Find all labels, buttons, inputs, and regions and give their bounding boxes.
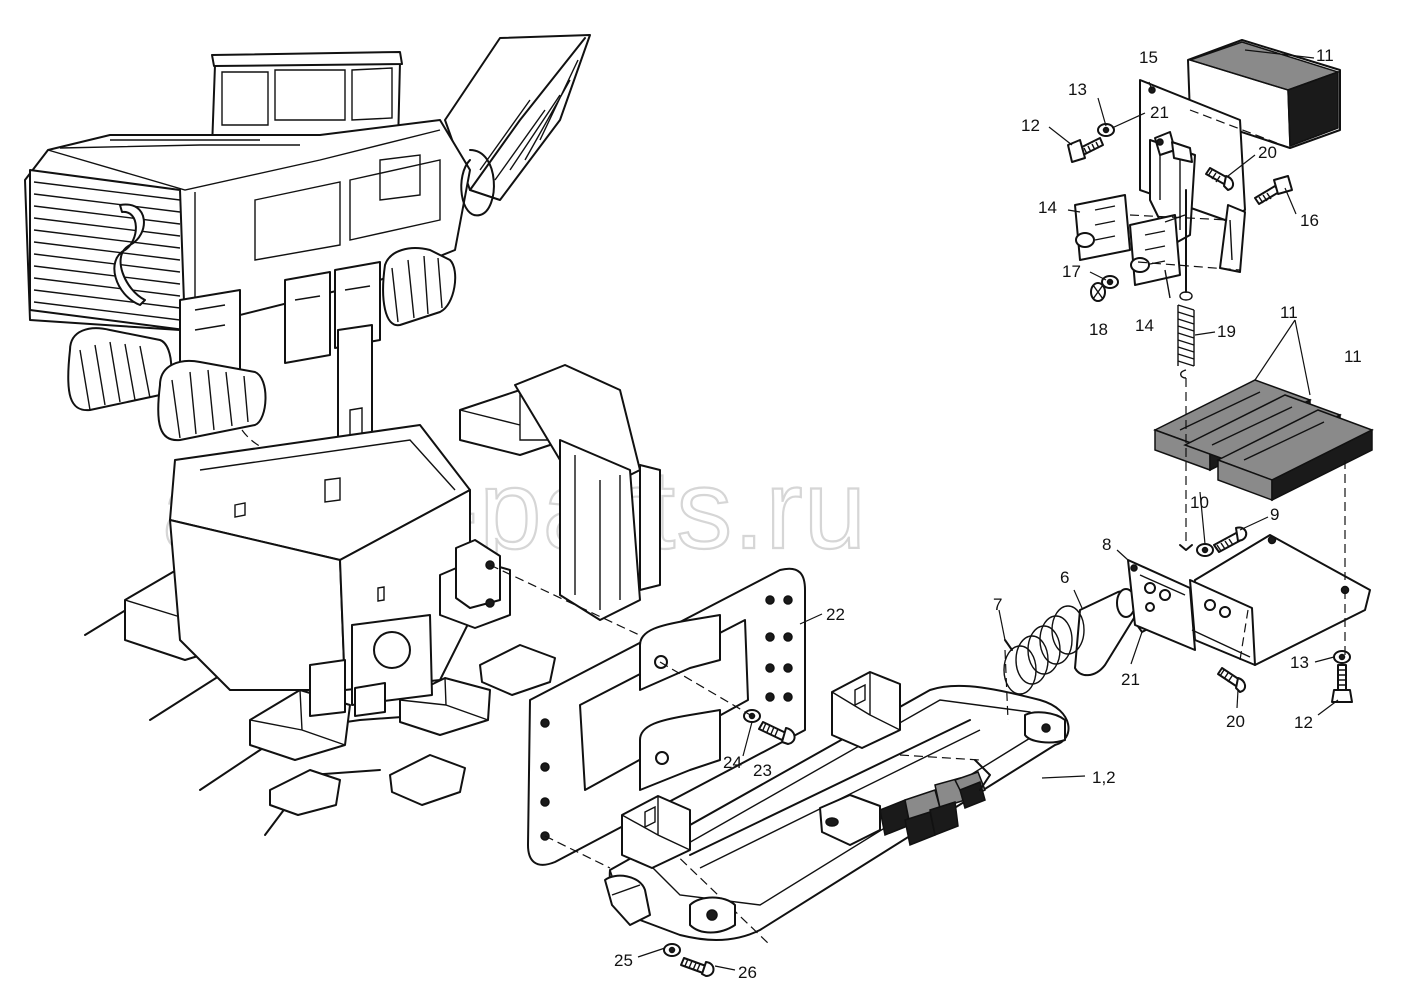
callout-10: 10 [1190, 493, 1209, 512]
callout-17: 17 [1062, 262, 1081, 281]
knob-18 [1090, 282, 1106, 302]
callout-13: 13 [1068, 80, 1087, 99]
cutter-block [819, 794, 881, 846]
side-plate-22 [527, 567, 806, 869]
callout-21: 21 [1150, 103, 1169, 122]
leader-lines [637, 49, 1339, 971]
spring-7 [1003, 605, 1085, 695]
callout-16: 16 [1300, 211, 1319, 230]
tension-spring-19 [1177, 189, 1195, 545]
callout-23: 23 [753, 761, 772, 780]
callout-7: 7 [993, 595, 1002, 614]
callout-24: 24 [723, 753, 742, 772]
callout-11: 11 [1344, 347, 1362, 366]
lower-mount-plate [1127, 526, 1371, 703]
callout-6: 6 [1060, 568, 1069, 587]
bolt-12-upper [1067, 137, 1104, 163]
callout-11: 11 [1316, 46, 1334, 65]
bolt-23 [758, 721, 796, 745]
bolt-20-lower [1217, 667, 1246, 693]
mesh-blocks-lower [1153, 379, 1374, 502]
bolt-12-lower [1331, 664, 1353, 703]
bolt-20-upper [1205, 167, 1234, 191]
callout-13: 13 [1290, 653, 1309, 672]
callout-12: 12 [1021, 116, 1040, 135]
callout-labels: 11 15 13 21 12 20 16 14 17 18 14 19 11 1… [614, 46, 1362, 982]
bolt-16 [1254, 175, 1293, 205]
cutter-bits [879, 759, 991, 847]
plate-22-bolt-holes [540, 595, 793, 841]
callout-14: 14 [1038, 198, 1057, 217]
upper-latch-assembly [1067, 39, 1341, 302]
bolt-9 [1213, 526, 1248, 553]
callout-12: 12 [1294, 713, 1313, 732]
callout-21: 21 [1121, 670, 1140, 689]
callout-9: 9 [1270, 505, 1279, 524]
bolt-26 [680, 957, 715, 977]
callout-25: 25 [614, 951, 633, 970]
callout-20: 20 [1258, 143, 1277, 162]
callout-20: 20 [1226, 712, 1245, 731]
base-tray [604, 671, 1070, 946]
callout-8: 8 [1102, 535, 1111, 554]
callout-18: 18 [1089, 320, 1108, 339]
callout-22: 22 [826, 605, 845, 624]
callout-14: 14 [1135, 316, 1154, 335]
milling-drum-assembly [84, 364, 661, 836]
milling-machine-overview [24, 34, 591, 461]
callout-26: 26 [738, 963, 757, 982]
callout-19: 19 [1217, 322, 1236, 341]
callout-15: 15 [1139, 48, 1158, 67]
callout-1-2: 1,2 [1092, 768, 1116, 787]
callout-11: 11 [1280, 303, 1298, 322]
